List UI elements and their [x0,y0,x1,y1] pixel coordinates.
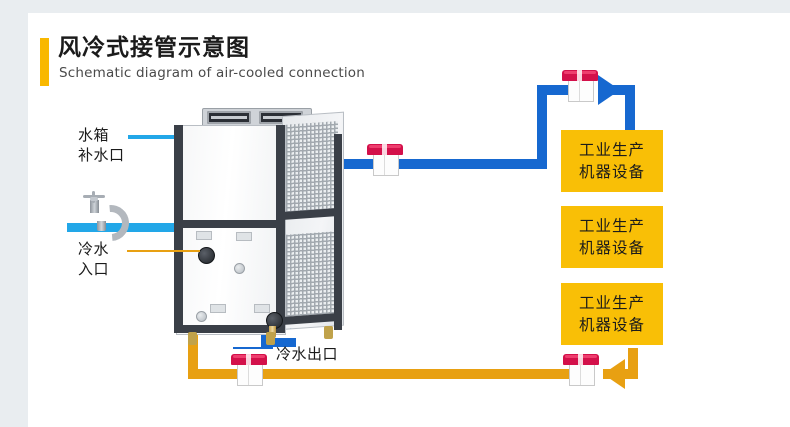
chiller-label-sticker [254,304,270,313]
title-chinese: 风冷式接管示意图 [58,35,250,61]
machine-box-line2: 机器设备 [578,163,645,181]
supply-pipe-top-left [537,85,573,95]
chiller-frame-post [334,134,342,330]
chiller-caster [188,332,197,345]
label-tank-fill-line2: 补水口 [78,146,125,164]
supply-pipe-horizontal-main [311,159,547,169]
diagram-card: 风冷式接管示意图 Schematic diagram of air-cooled… [28,13,790,427]
machine-box-line1: 工业生产 [578,217,645,235]
label-cold-inlet-line2: 入口 [78,260,110,278]
chiller-caster [266,332,275,345]
machine-box-line2: 机器设备 [578,239,645,257]
supply-pipe-outlet-horizontal [261,338,296,347]
machine-box[interactable]: 工业生产 机器设备 [561,130,663,192]
chiller-frame-post [174,125,183,333]
valve-return-right[interactable] [563,352,599,386]
faucet-knob [90,197,98,201]
arrow-return-from-machines-icon [603,359,625,389]
return-pipe-bottom [188,369,576,379]
valve-return-left[interactable] [231,352,267,386]
machine-box-line1: 工业生产 [578,141,645,159]
supply-pipe-riser-right [537,85,547,167]
water-faucet [76,191,137,249]
title-english: Schematic diagram of air-cooled connecti… [59,65,365,81]
leader-line-cold-inlet [127,250,200,252]
label-cold-outlet: 冷水出口 [276,345,339,363]
chiller-frame-post [276,125,285,333]
page-title: 风冷式接管示意图 Schematic diagram of air-cooled… [40,31,560,97]
label-tank-fill-line1: 水箱 [78,126,110,144]
supply-pipe-down-to-machines [625,85,635,130]
leader-line-cold-outlet [233,347,273,349]
title-accent-bar [40,38,49,86]
label-cold-inlet-line1: 冷水 [78,240,110,258]
chiller-caster [324,326,333,339]
valve-supply-chiller[interactable] [367,142,403,176]
return-pipe-riser-right [628,348,638,379]
valve-handle-icon [231,354,267,365]
chiller-auxiliary-port [196,311,207,322]
valve-body [237,363,263,386]
valve-body [568,79,594,102]
chiller-label-sticker [210,304,226,313]
arrow-supply-to-machines-icon [598,75,620,105]
air-cooled-chiller-unit [174,108,344,345]
machine-box[interactable]: 工业生产 机器设备 [561,206,663,268]
condenser-grill-upper [286,121,338,217]
condenser-fan-icon [207,111,251,124]
faucet-spout [97,221,106,231]
chiller-front-panel [176,125,286,335]
valve-handle-icon [562,70,598,81]
chiller-label-sticker [196,231,212,240]
valve-body [569,363,595,386]
valve-handle-icon [367,144,403,155]
chiller-water-inlet-port [198,247,215,264]
chiller-frame-rail [176,325,284,333]
valve-body [373,153,399,176]
valve-supply-machines[interactable] [562,68,598,102]
machine-box-line2: 机器设备 [578,316,645,334]
chiller-label-sticker [236,232,252,241]
valve-handle-icon [563,354,599,365]
faucet-body [90,200,99,213]
machine-box[interactable]: 工业生产 机器设备 [561,283,663,345]
makeup-water-pipe-top [128,135,194,139]
makeup-water-pipe-horizontal [67,223,194,232]
chiller-auxiliary-port [234,263,245,274]
machine-box-line1: 工业生产 [578,294,645,312]
chiller-frame-rail [176,220,284,228]
condenser-grill-lower [286,231,338,317]
